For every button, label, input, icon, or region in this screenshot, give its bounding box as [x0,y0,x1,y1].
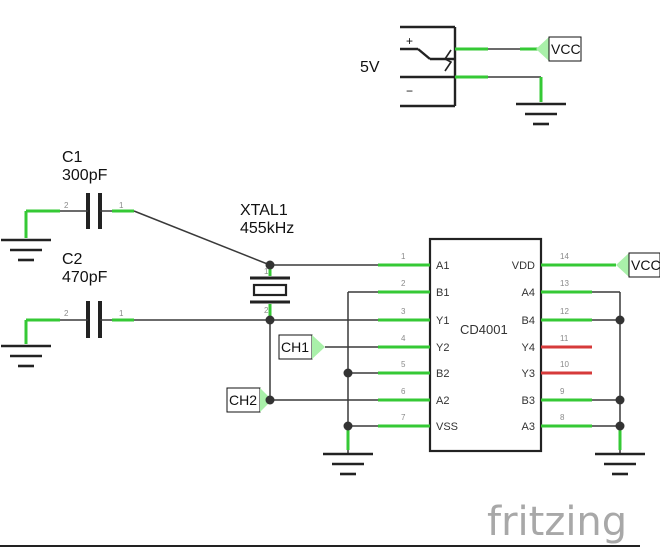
ic-pin-number: 4 [401,334,406,343]
ic-pin-number: 2 [401,279,406,288]
power-label: 5V [360,59,380,76]
junction-dot [615,395,625,405]
c1-pin1: 1 [119,201,124,210]
vcc-net-label-ic[interactable]: VCC [616,252,660,278]
ic-pin-number: 8 [560,413,565,422]
fritzing-logo: fritzing [487,499,627,545]
ground-symbol-power [516,102,566,126]
capacitor-c2[interactable] [86,301,102,338]
ch1-net-label[interactable]: CH1 [278,334,325,360]
ic-pin-number: 3 [401,307,406,316]
junction-dot [265,395,275,405]
ic-pin-label: B1 [436,287,449,299]
ic-pin-number: 11 [560,334,569,343]
junction-dot [265,315,275,325]
c1-value: 300pF [62,167,108,184]
ic-pin-number: 6 [401,387,406,396]
ic-pin-label: A1 [436,260,449,272]
ic-pin-number: 9 [560,387,565,396]
ic-pin-label: B3 [522,395,535,407]
c2-pin2: 2 [64,309,69,318]
vcc-label-top: VCC [551,41,581,57]
vcc-net-label-top[interactable]: VCC [536,36,582,62]
ic-pin-label: B2 [436,368,449,380]
power-jack[interactable]: + − [400,25,457,108]
minus-sign: − [406,84,413,98]
ground-symbol-c2 [1,344,51,368]
crystal-xtal1[interactable] [250,265,290,316]
ic-pin-number: 7 [401,413,406,422]
junction-dot [343,421,353,431]
ic-pin-number: 10 [560,360,569,369]
junction-dot [615,421,625,431]
ch1-label: CH1 [281,339,309,355]
c1-pin2: 2 [64,201,69,210]
vcc-label-ic: VCC [631,257,660,273]
ic-pin-label: Y4 [522,342,535,354]
ic-pin-number: 1 [401,252,406,261]
ic-pin-label: Y2 [436,342,449,354]
ic-pin-label: VDD [512,260,535,272]
junction-dot [615,315,625,325]
ic-pin-label: VSS [436,421,458,433]
ch2-net-label[interactable]: CH2 [226,387,272,413]
plus-sign: + [406,34,413,48]
ic-pin-label: A2 [436,395,449,407]
ic-pin-label: A4 [522,287,535,299]
c2-value: 470pF [62,269,108,286]
ground-symbol-ic-right [595,452,645,476]
xtal-value: 455kHz [240,220,294,237]
ic-pin-label: Y1 [436,315,449,327]
ic-pin-number: 13 [560,279,569,288]
ch2-label: CH2 [229,392,257,408]
xtal-pin2: 2 [264,306,269,315]
capacitor-c1[interactable] [86,193,102,229]
junction-dot [265,260,275,270]
c1-name: C1 [62,149,83,166]
junction-dot [343,368,353,378]
ic-pin-label: Y3 [522,368,535,380]
ic-pin-label: B4 [522,315,535,327]
ground-symbol-c1 [1,238,51,262]
ic-pin-label: A3 [522,421,535,433]
ic-cd4001[interactable]: CD4001 [428,237,543,453]
ic-pin-number: 5 [401,360,406,369]
c2-name: C2 [62,251,83,268]
xtal-pin1: 1 [264,267,269,276]
ic-pin-number: 14 [560,252,569,261]
ic-pin-number: 12 [560,307,569,316]
xtal-name: XTAL1 [240,202,288,219]
c2-pin1: 1 [119,309,124,318]
ground-symbol-ic-left [323,452,373,476]
ic-name: CD4001 [460,322,508,337]
